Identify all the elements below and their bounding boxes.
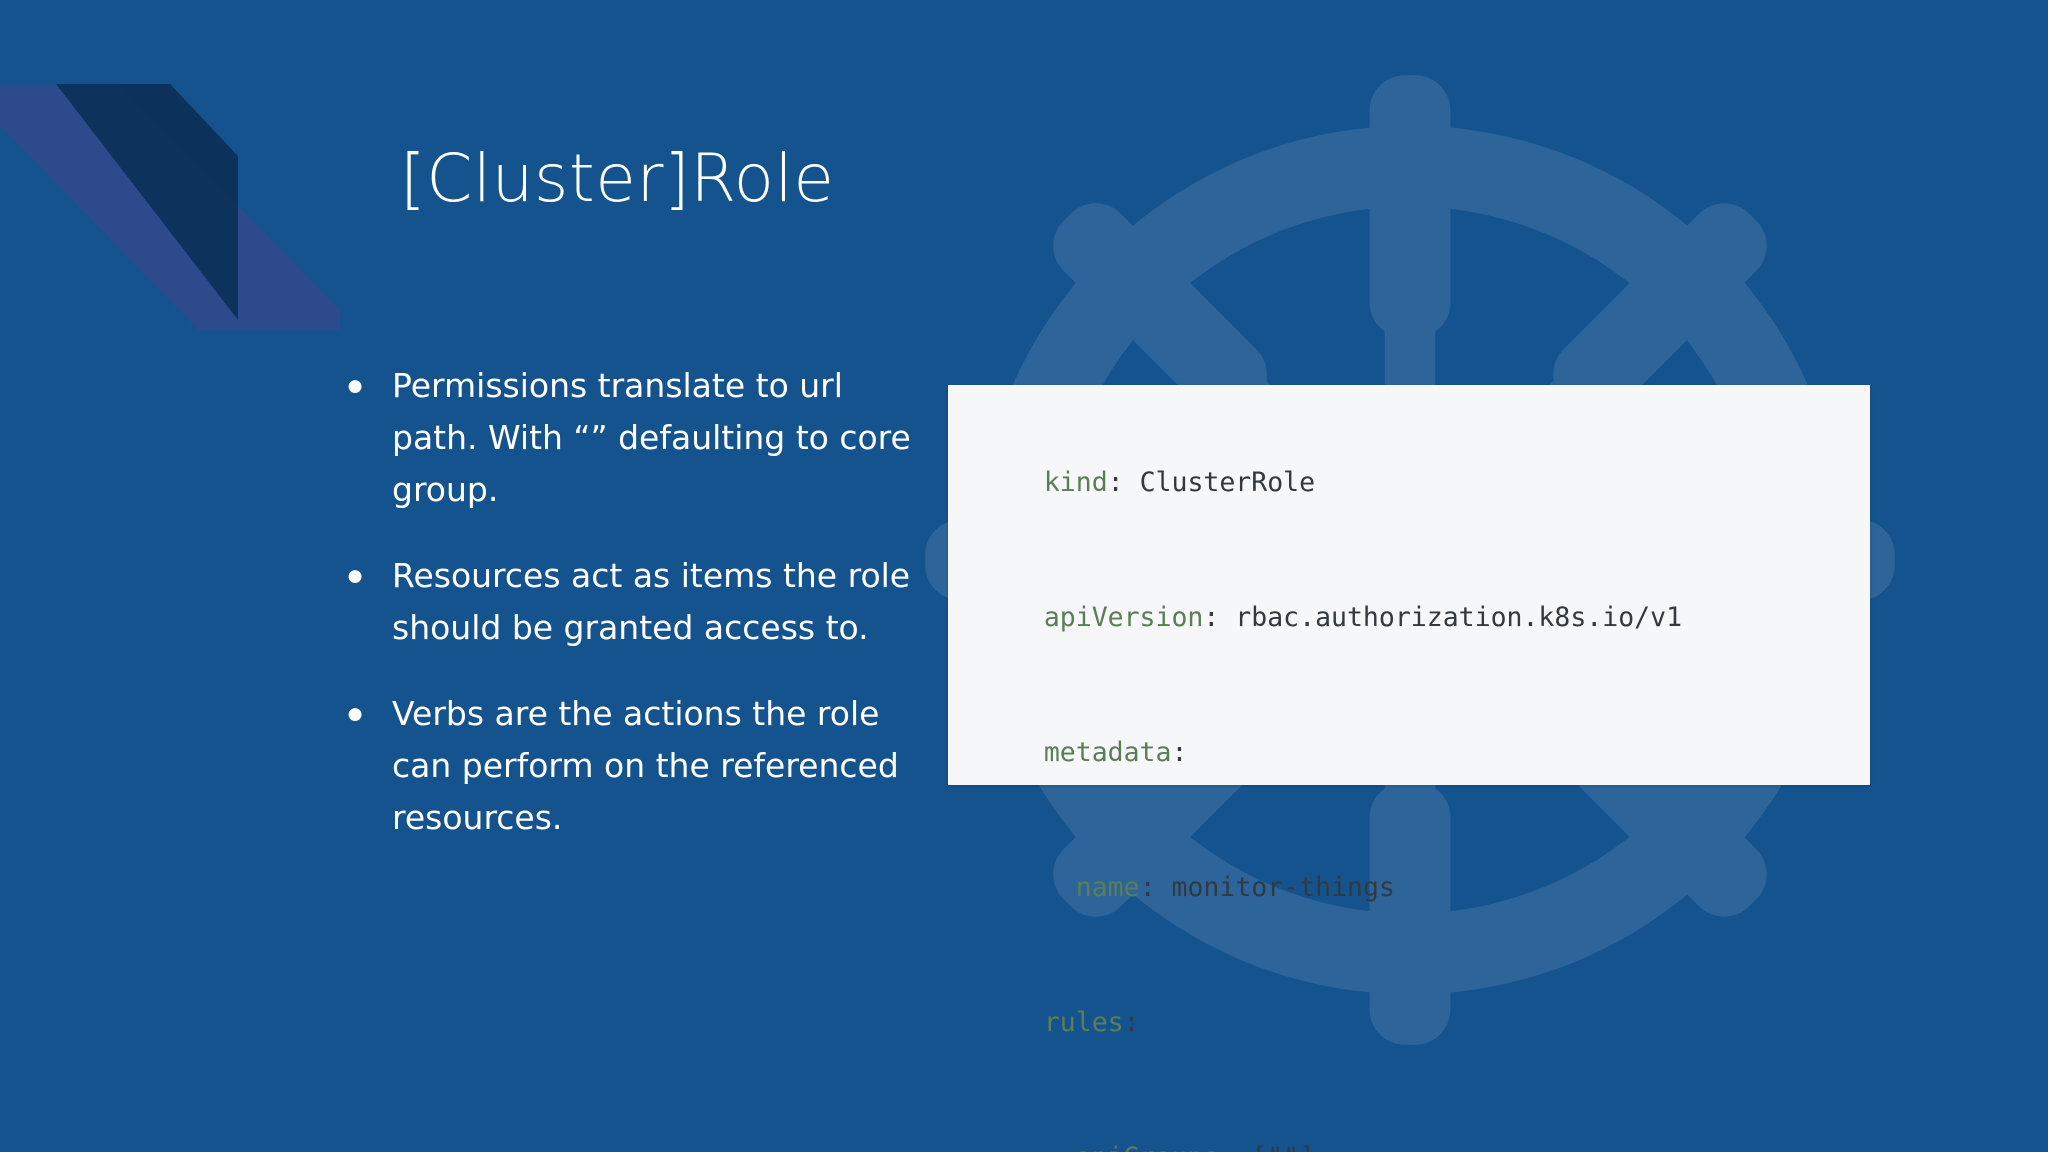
code-separator: : — [1171, 737, 1188, 768]
code-value: rbac.authorization.k8s.io/v1 — [1235, 602, 1683, 633]
code-separator: : — [1203, 602, 1236, 633]
bullet-text: Resources act as items the role should b… — [392, 556, 911, 647]
bullet-dot-icon: ● — [346, 697, 365, 730]
code-key: kind — [1043, 467, 1108, 498]
code-key: rules — [1043, 1007, 1124, 1038]
list-item: ● Permissions translate to url path. Wit… — [330, 360, 930, 516]
code-line: apiVersion: rbac.authorization.k8s.io/v1 — [980, 550, 1870, 685]
code-indent — [1044, 872, 1076, 903]
code-separator: : — [1107, 467, 1140, 498]
decoration-shape — [56, 84, 238, 320]
code-indent: - — [1044, 1142, 1076, 1152]
corner-decoration — [0, 0, 340, 340]
code-separator: : — [1139, 872, 1172, 903]
code-line: kind: ClusterRole — [980, 415, 1870, 550]
code-key: apiGroups — [1076, 1142, 1220, 1152]
code-key: metadata — [1043, 737, 1172, 768]
bullet-dot-icon: ● — [346, 369, 365, 402]
code-separator: : — [1123, 1007, 1140, 1038]
code-line: - apiGroups: [""] — [980, 1090, 1870, 1152]
code-line: rules: — [980, 955, 1870, 1090]
bullet-text: Permissions translate to url path. With … — [392, 366, 911, 509]
list-item: ● Resources act as items the role should… — [330, 550, 930, 654]
code-line: name: monitor-things — [980, 820, 1870, 955]
code-key: name — [1075, 872, 1140, 903]
code-separator: : — [1219, 1142, 1251, 1152]
code-line: metadata: — [980, 685, 1870, 820]
code-key: apiVersion — [1043, 602, 1204, 633]
list-item: ● Verbs are the actions the role can per… — [330, 688, 930, 844]
code-value: monitor-things — [1171, 872, 1395, 903]
page-title: [Cluster]Role — [400, 140, 835, 217]
bullet-dot-icon: ● — [346, 559, 365, 592]
code-value: [""] — [1251, 1142, 1315, 1152]
bullet-text: Verbs are the actions the role can perfo… — [392, 694, 899, 837]
code-panel: kind: ClusterRole apiVersion: rbac.autho… — [948, 385, 1870, 1152]
code-value: ClusterRole — [1139, 467, 1316, 498]
bullet-list: ● Permissions translate to url path. Wit… — [330, 360, 930, 878]
